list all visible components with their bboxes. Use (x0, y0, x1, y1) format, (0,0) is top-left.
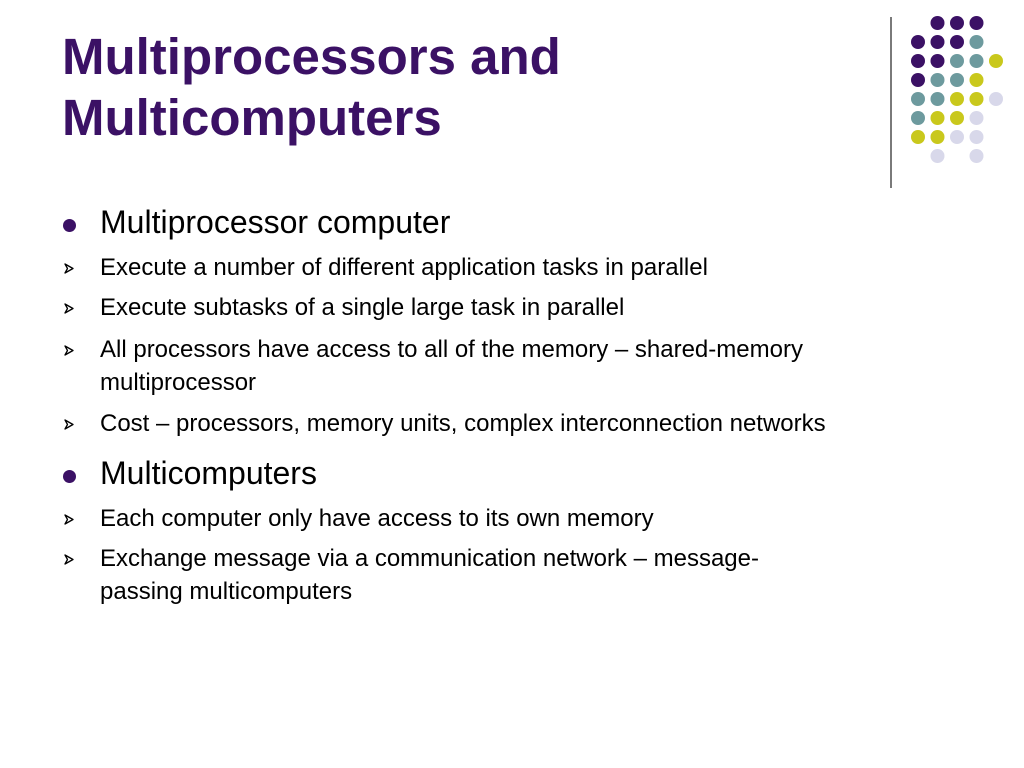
sub-bullet-subtasks: Execute subtasks of a single large task … (100, 291, 624, 324)
bullet-text-line-2: passing multicomputers (100, 578, 353, 605)
decorative-dot (911, 130, 925, 144)
slide-title: Multiprocessors and Multicomputers (62, 26, 862, 148)
bullet-multicomputers: Multicomputers (100, 454, 317, 492)
decorative-dot (950, 130, 964, 144)
decorative-dot (930, 16, 945, 30)
arrow-bullet-icon (64, 419, 74, 430)
decorative-dot (950, 35, 964, 49)
decorative-dot (911, 54, 925, 68)
title-line-2: Multicomputers (62, 89, 442, 146)
sub-bullet-different-tasks: Execute a number of different applicatio… (100, 251, 708, 284)
decorative-dot (950, 16, 964, 30)
decorative-dot (989, 54, 1003, 68)
title-line-1: Multiprocessors and (62, 28, 561, 85)
decorative-dot (969, 92, 984, 106)
decorative-dot (969, 111, 984, 125)
decorative-dot (930, 111, 945, 125)
decorative-dot (969, 149, 984, 163)
bullet-text: Multicomputers (100, 455, 317, 491)
arrow-bullet-icon (64, 554, 74, 565)
decorative-dot (911, 111, 925, 125)
decorative-dot (950, 73, 964, 87)
decorative-dot (911, 73, 925, 87)
decorative-dot (969, 35, 984, 49)
arrow-bullet-icon (64, 263, 74, 274)
bullet-text-line-2: multiprocessor (100, 369, 257, 396)
decorative-dot (950, 54, 964, 68)
decorative-dot-grid (911, 16, 1003, 163)
decorative-dot (930, 54, 945, 68)
bullet-disc-icon (63, 219, 76, 232)
decorative-dot (930, 130, 945, 144)
decorative-dot (969, 16, 984, 30)
decorative-dot (950, 92, 964, 106)
decorative-dot (969, 130, 984, 144)
bullet-text: Multiprocessor computer (100, 204, 451, 240)
arrow-bullet-icon (64, 345, 74, 356)
bullet-text-line-1: All processors have access to all of the… (100, 336, 803, 363)
bullet-text-line-1: Exchange message via a communication net… (100, 545, 759, 572)
bullet-text: Execute a number of different applicatio… (100, 254, 708, 281)
bullet-disc-icon (63, 470, 76, 483)
decorative-dot (969, 73, 984, 87)
sub-bullet-message-passing: Exchange message via a communication net… (100, 542, 759, 608)
bullet-text: Execute subtasks of a single large task … (100, 294, 625, 321)
sub-bullet-shared-memory: All processors have access to all of the… (100, 333, 803, 399)
bullet-text: Cost – processors, memory units, complex… (100, 410, 826, 437)
sub-bullet-cost: Cost – processors, memory units, complex… (100, 407, 826, 440)
decorative-dot (930, 73, 945, 87)
decorative-dot (989, 92, 1003, 106)
decorative-dot (969, 54, 984, 68)
decorative-dot (911, 35, 925, 49)
sub-bullet-own-memory: Each computer only have access to its ow… (100, 502, 654, 535)
bullet-multiprocessor-computer: Multiprocessor computer (100, 203, 450, 241)
arrow-bullet-icon (64, 514, 74, 525)
decorative-dot (950, 111, 964, 125)
arrow-bullet-icon (64, 303, 74, 314)
decorative-dot (930, 149, 945, 163)
decorative-dot (911, 92, 925, 106)
bullet-text: Each computer only have access to its ow… (100, 505, 654, 532)
decorative-dot (930, 35, 945, 49)
title-divider (890, 17, 892, 188)
decorative-dot (930, 92, 945, 106)
